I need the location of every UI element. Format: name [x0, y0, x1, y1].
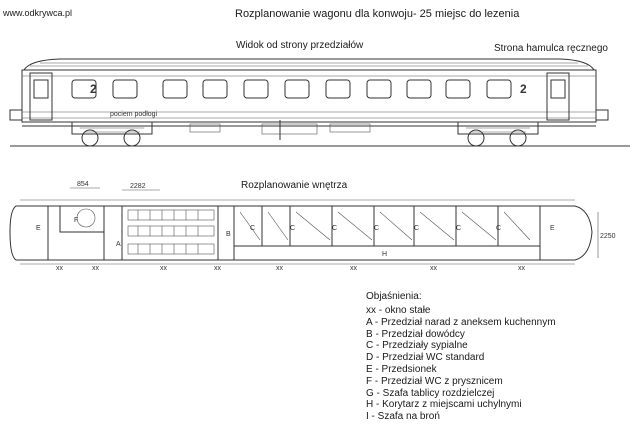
side-window — [71, 79, 97, 99]
legend-item: I - Szafa na broń — [366, 411, 440, 423]
legend-item: E - Przedsionek — [366, 363, 437, 375]
class-mark-left: 2 — [90, 82, 97, 96]
svg-text:xx: xx — [92, 265, 100, 272]
svg-text:xx: xx — [430, 265, 438, 272]
floor-plan-label: Rozplanowanie wnętrza — [241, 180, 348, 191]
legend-item: D - Przedział WC standard — [366, 352, 485, 364]
svg-text:xx: xx — [160, 265, 168, 272]
diagram-title: Rozplanowanie wagonu dla konwoju- 25 mie… — [235, 8, 520, 20]
zone-label: C — [414, 225, 419, 232]
bogie-left — [71, 121, 153, 147]
floor-plan: 854 2282 2250 xx xx xx xx xx — [9, 181, 616, 272]
svg-text:xx: xx — [350, 265, 358, 272]
zone-label: C — [250, 225, 255, 232]
svg-text:xx: xx — [276, 265, 284, 272]
site-url: www.odkrywca.pl — [3, 8, 73, 18]
dim-2250: 2250 — [600, 233, 616, 240]
legend-item: A - Przedział narad z aneksem kuchennym — [366, 316, 556, 328]
svg-text:xx: xx — [56, 265, 64, 272]
bogie-right — [457, 121, 539, 147]
legend-item: B - Przedział dowódcy — [366, 328, 465, 340]
zone-label: C — [332, 225, 337, 232]
zone-label: B — [226, 231, 231, 238]
legend-item: xx - okno stałe — [366, 305, 431, 316]
floor-plate: pociem podłogi — [110, 111, 158, 118]
svg-text:xx: xx — [214, 265, 222, 272]
side-view-wagon: 2 2 pociem podłogi — [9, 58, 630, 147]
zone-label: E — [550, 225, 555, 232]
zone-label: E — [36, 225, 41, 232]
zone-label: A — [116, 241, 121, 248]
legend-item: C - Przedziały sypialne — [366, 340, 468, 352]
legend-item: G - Szafa tablicy rozdzielczej — [366, 387, 495, 399]
legend-item: H - Korytarz z miejscami uchylnymi — [366, 399, 522, 411]
svg-text:xx: xx — [518, 265, 526, 272]
side-view-label: Widok od strony przedziałów — [236, 40, 364, 51]
dim-854: 854 — [77, 181, 89, 188]
zone-label: C — [374, 225, 379, 232]
brake-side-label: Strona hamulca ręcznego — [494, 43, 608, 54]
zone-label: C — [456, 225, 461, 232]
zone-label: C — [290, 225, 295, 232]
legend: Objaśnienia: xx - okno stałe A - Przedzi… — [366, 291, 556, 423]
legend-item: F - Przedział WC z prysznicem — [366, 375, 503, 387]
dim-2282: 2282 — [130, 183, 146, 190]
legend-heading: Objaśnienia: — [366, 291, 422, 302]
zone-label: C — [496, 225, 501, 232]
zone-label: F — [74, 217, 78, 224]
zone-label: H — [382, 251, 387, 258]
class-mark-right: 2 — [520, 82, 527, 96]
